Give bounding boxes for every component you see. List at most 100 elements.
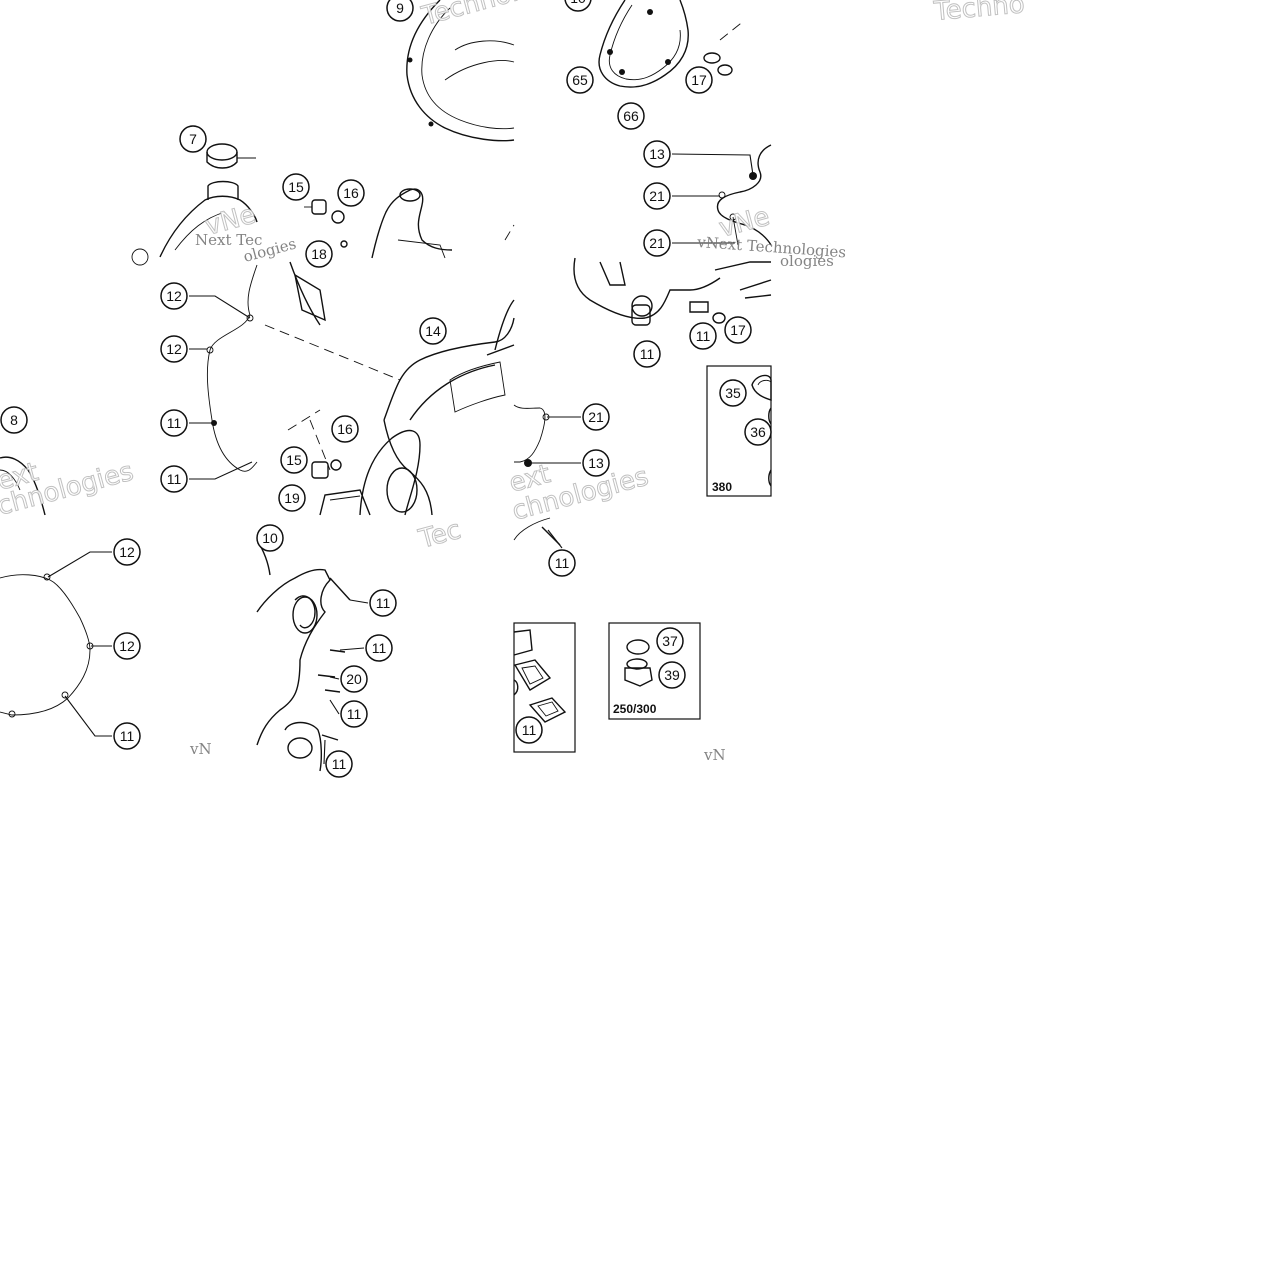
part-callout: 21: [643, 229, 735, 257]
callout-circle: [386, 0, 414, 22]
watermark-fragment: vN: [703, 746, 726, 764]
part-callout: 21: [643, 182, 720, 210]
part-callout: 16: [337, 179, 365, 207]
callout-number: 11: [347, 706, 362, 722]
callout-number: 12: [166, 341, 182, 357]
part-callout: 8: [0, 406, 28, 434]
part-callout: 12: [160, 335, 207, 363]
callout-number: 11: [522, 722, 537, 738]
part-callout: 11: [689, 322, 717, 350]
callout-circle: [278, 484, 306, 512]
part-callout: 65: [566, 66, 594, 94]
callout-leader-line: [671, 153, 754, 176]
callout-number: 10: [262, 530, 278, 546]
callout-circle: [744, 418, 772, 446]
housing-left-partial: [131, 180, 258, 266]
oil-filler-plug: [206, 143, 256, 169]
callout-circle: [337, 179, 365, 207]
callout-number: 65: [572, 72, 588, 88]
watermark-fragment: Technol: [418, 0, 521, 32]
part-callout: 19: [278, 484, 306, 512]
callout-number: 11: [696, 328, 711, 344]
callout-number: 11: [640, 346, 655, 362]
callout-circle: [365, 634, 393, 662]
callout-circle: [689, 322, 717, 350]
part-callout: 37: [656, 627, 684, 655]
callout-circle: [160, 409, 188, 437]
callout-circle: [282, 173, 310, 201]
callout-number: 39: [664, 667, 680, 683]
watermark-fragment: Next Tec: [195, 231, 262, 249]
callout-circle: [340, 665, 368, 693]
part-callout: 66: [617, 102, 645, 130]
water-pump-body: [573, 257, 772, 326]
callout-number: 16: [343, 185, 359, 201]
callout-circle: [256, 524, 284, 552]
part-callout: 7: [179, 125, 207, 153]
part-callout: 10: [256, 524, 284, 552]
callout-number: 15: [288, 179, 304, 195]
callout-number: 21: [588, 409, 604, 425]
callout-number: 19: [284, 490, 300, 506]
part-callout: 21: [547, 403, 610, 431]
callout-circle: [113, 538, 141, 566]
part-callout: 14: [419, 317, 447, 345]
part-callout: 15: [280, 446, 308, 474]
callout-circle: [160, 465, 188, 493]
ignition-cover-gasket: [0, 573, 94, 718]
callout-circle: [280, 446, 308, 474]
watermark-fragment: ologies: [780, 252, 834, 270]
callout-number: 16: [337, 421, 353, 437]
water-pump-housing: [371, 188, 515, 259]
callout-circle: [548, 549, 576, 577]
callout-circle: [643, 182, 671, 210]
callout-number: 35: [725, 385, 741, 401]
callout-number: 10: [570, 0, 586, 6]
callout-circle: [643, 229, 671, 257]
part-callout: 11: [160, 409, 212, 437]
callout-number: 9: [396, 0, 404, 16]
watermark-fragment: Tec: [415, 515, 464, 555]
water-pump-cover-gasket: [598, 0, 746, 88]
callout-circle: [331, 415, 359, 443]
callout-circle: [719, 379, 747, 407]
callout-number: 11: [120, 728, 135, 744]
callout-number: 12: [119, 638, 135, 654]
part-callout: 11: [339, 634, 393, 662]
callout-circle: [724, 316, 752, 344]
part-callout: 35: [719, 379, 747, 407]
callout-circle: [179, 125, 207, 153]
callout-leader-line: [329, 676, 340, 680]
water-pump-gasket: [716, 144, 772, 246]
part-callout: 11: [547, 529, 576, 577]
callout-circle: [643, 140, 671, 168]
callout-circle: [564, 0, 592, 12]
clutch-cover-bottom: [256, 539, 351, 772]
callout-leader-line: [547, 529, 563, 549]
callout-number: 11: [555, 555, 570, 571]
ignition-cover-fragment: [0, 456, 46, 516]
callout-circle: [113, 722, 141, 750]
callout-number: 8: [10, 412, 18, 428]
part-callout: 11: [160, 461, 253, 493]
callout-number: 13: [588, 455, 604, 471]
callout-number: 17: [730, 322, 746, 338]
inset-frame: [608, 622, 701, 720]
callout-leader-line: [339, 647, 365, 651]
callout-circle: [566, 66, 594, 94]
part-callout: 12: [91, 632, 141, 660]
callout-circle: [685, 66, 713, 94]
callout-circle: [305, 240, 333, 268]
part-callout: 11: [349, 589, 397, 617]
part-callout: 11: [515, 716, 543, 744]
part-callout: 17: [685, 66, 713, 94]
callout-circle: [658, 661, 686, 689]
callout-number: 15: [286, 452, 302, 468]
callout-circle: [582, 403, 610, 431]
part-callout: 20: [329, 665, 368, 693]
pump-cover-gasket-fragment: [513, 404, 550, 467]
callout-number: 18: [311, 246, 327, 262]
inset-part-sketches: [513, 374, 772, 753]
callout-circle: [582, 449, 610, 477]
callout-number: 11: [376, 595, 391, 611]
